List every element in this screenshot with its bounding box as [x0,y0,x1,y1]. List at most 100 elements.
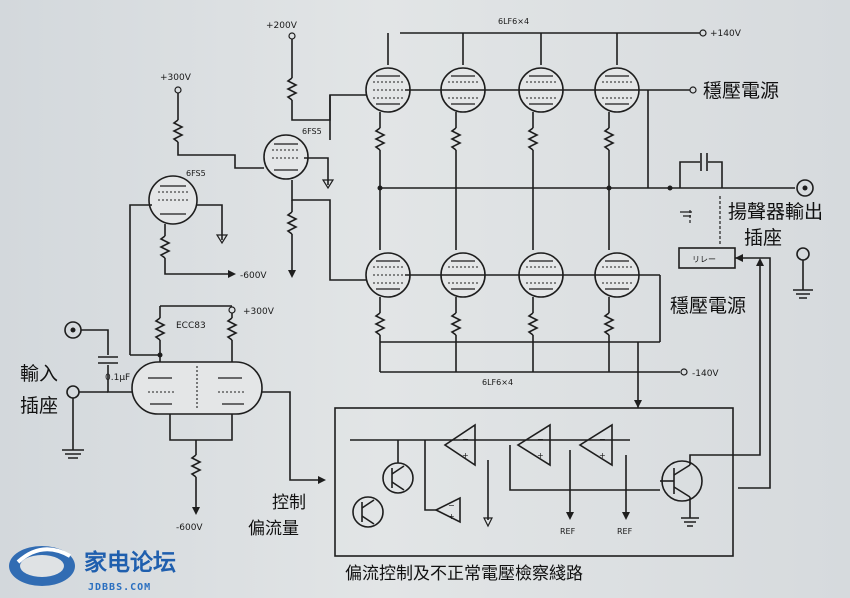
forum-logo: 家电论坛 JDBBS.COM [9,546,176,593]
wire [689,262,761,465]
resistor [159,235,171,259]
svg-text:+: + [599,451,606,460]
terminal [288,32,296,40]
wire [169,414,233,441]
ground-relay-driver [681,517,699,527]
arrow [634,400,642,408]
label-plus300-mid: +300V [243,307,275,317]
svg-text:+: + [537,451,544,460]
resistor [286,77,298,101]
terminal [689,86,697,94]
wire [197,204,223,240]
label-bias-2: 偏流量 [248,519,299,539]
cathode-resistors-top [374,90,649,188]
label-plus140: +140V [710,29,742,39]
relay-contact [680,211,692,217]
drive-top [329,94,366,140]
junction [667,185,673,191]
wire [304,157,329,185]
label-input-cap: 0.1μF [105,373,130,383]
transistor-1 [382,462,414,494]
arrow [288,270,296,278]
jack-pin [802,185,808,191]
svg-text:家电论坛: 家电论坛 [84,549,176,576]
wire [81,329,109,355]
output-tube-top-1 [365,67,411,113]
wire [262,391,322,481]
relay-drive [735,257,771,489]
label-input-2: 插座 [20,395,58,417]
protection-box [334,407,734,557]
label-relay: リレー [692,255,716,264]
arrow [192,507,200,515]
wire [291,180,331,205]
ground-speaker [793,289,813,299]
arrow [735,254,743,262]
svg-text:+: + [462,451,469,460]
terminal [174,86,182,94]
label-minus600-mid: -600V [240,271,267,281]
arrow [756,258,764,266]
drive-bottom [329,205,366,281]
speaker-jack-hot[interactable] [796,179,814,197]
svg-text:−: − [537,435,544,444]
label-driver-right: 6FS5 [302,127,322,136]
resistor [226,317,238,341]
opamp-2: −+ [516,423,551,467]
arrow [321,179,335,190]
label-bottom-bank: 6LF6×4 [482,378,513,387]
label-ref-right: REF [617,527,633,536]
opamp-3: −+ [578,423,613,467]
wire [164,258,228,275]
label-plus200: +200V [266,21,298,31]
arrow [215,234,229,245]
label-speaker-1: 揚聲器輸出 [728,201,823,223]
label-plus300-top: +300V [160,73,192,83]
svg-text:−: − [462,435,469,444]
driver-tube-left [148,175,198,225]
terminal-plus140 [699,29,707,37]
jack-pin [70,327,76,333]
arrow [228,270,236,278]
opamp-1: −+ [443,423,476,467]
arrow [318,476,326,484]
wire [424,440,436,511]
resistor [286,211,298,235]
arrow [566,512,574,520]
junction [157,352,163,358]
wire [129,204,152,355]
driver-tube-right [263,134,309,180]
label-speaker-2: 插座 [744,227,782,249]
input-jack-ground[interactable] [66,385,80,399]
svg-text:−: − [448,501,455,510]
label-minus600-bottom: -600V [176,523,203,533]
resistor [154,317,166,341]
label-input-1: 輸入 [20,363,58,385]
label-top-bank: 6LF6×4 [498,17,529,26]
svg-text:JDBBS.COM: JDBBS.COM [88,582,151,593]
terminal [680,368,688,376]
wire [177,142,264,169]
terminal [228,306,236,314]
input-tube-ecc83 [131,361,263,415]
label-regulated-bottom: 穩壓電源 [670,295,746,317]
label-bias-1: 控制 [272,493,306,513]
label-ref-left: REF [560,527,576,536]
arrow [483,517,493,528]
label-input-tube: ECC83 [176,321,206,331]
cathode-resistors-bottom [374,297,615,372]
svg-text:+: + [448,512,455,521]
arrow [622,512,630,520]
resistor [172,119,184,143]
svg-text:−: − [599,435,606,444]
output-tube-bottom-1 [365,252,411,298]
label-driver-left: 6FS5 [186,169,206,178]
wire [509,445,660,491]
ground-input [62,449,84,459]
resistor [190,454,202,478]
label-minus140: -140V [692,369,719,379]
speaker-jack-ground[interactable] [796,247,810,261]
label-protection: 偏流控制及不正常電壓檢察綫路 [345,564,583,584]
